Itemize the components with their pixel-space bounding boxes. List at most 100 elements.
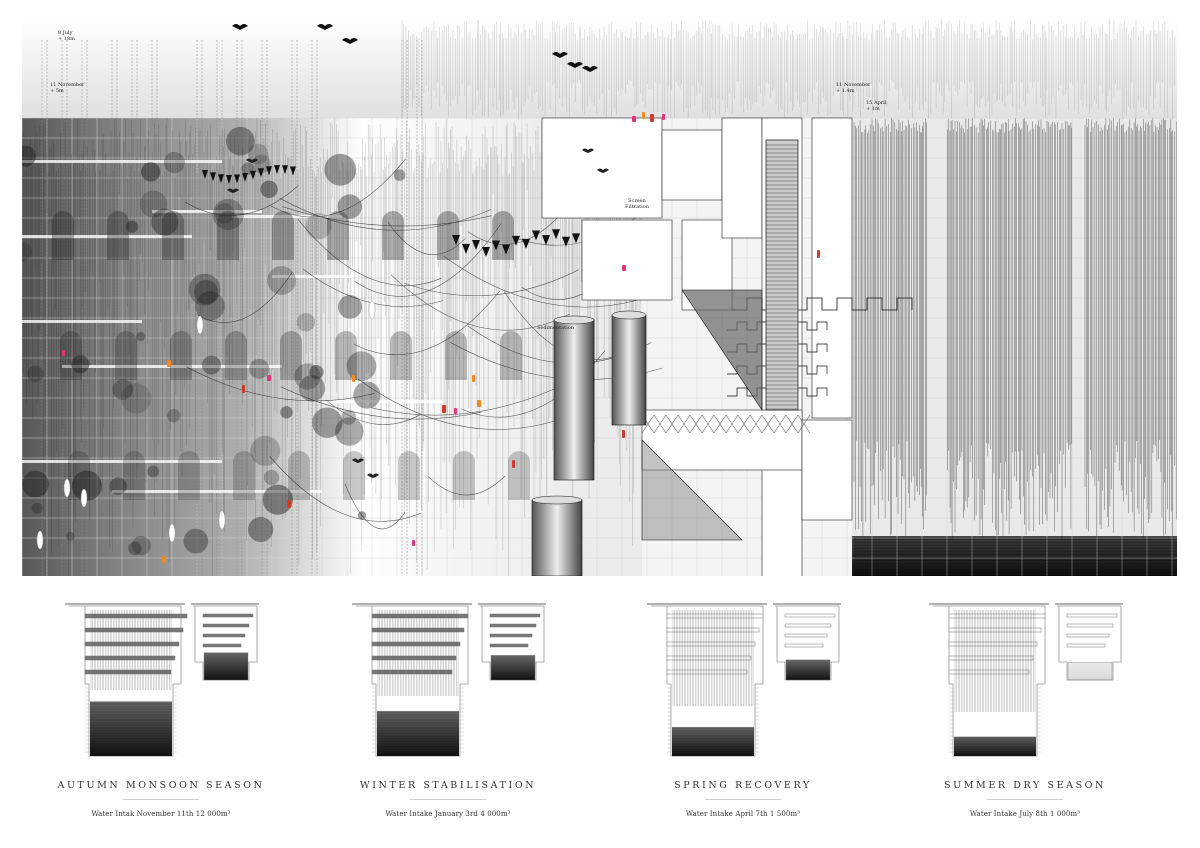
foliage bbox=[112, 379, 134, 400]
hanging-lantern bbox=[36, 530, 44, 550]
elevation-label-jul8: 8 July + 18m bbox=[58, 30, 75, 42]
vertical-columns bbox=[41, 40, 423, 576]
floor-hatching bbox=[854, 537, 1177, 576]
hanging-lantern bbox=[63, 478, 71, 498]
elevation-label-apr15: 15 April + 1m bbox=[866, 100, 887, 112]
foliage bbox=[294, 363, 321, 390]
level-platform bbox=[232, 215, 342, 218]
foliage bbox=[214, 203, 235, 224]
step-tier bbox=[666, 655, 752, 661]
bird-silhouette bbox=[232, 24, 248, 30]
step-tier bbox=[948, 641, 1038, 647]
cylindrical-tank bbox=[611, 314, 647, 426]
foliage bbox=[262, 484, 293, 515]
colored-figure bbox=[642, 112, 645, 119]
foliage bbox=[120, 383, 152, 414]
step-tier bbox=[202, 643, 242, 648]
colored-figure bbox=[287, 500, 291, 508]
step-tier bbox=[371, 655, 457, 661]
bird-silhouette bbox=[227, 188, 239, 193]
secondary-well-outline bbox=[775, 605, 840, 681]
step-tier bbox=[666, 613, 764, 619]
foliage bbox=[263, 469, 280, 486]
bird-silhouette bbox=[597, 168, 609, 173]
architectural-block bbox=[581, 219, 673, 301]
foliage bbox=[298, 375, 326, 402]
colored-figure bbox=[622, 265, 626, 271]
foliage bbox=[125, 220, 139, 233]
hanging-lantern bbox=[80, 488, 88, 508]
colored-figure bbox=[454, 408, 457, 414]
season-divider bbox=[410, 799, 486, 800]
bird-silhouette bbox=[352, 458, 364, 463]
annotation-screen-filtration: Screen Filtration bbox=[625, 198, 649, 210]
foliage bbox=[22, 145, 36, 167]
season-divider bbox=[705, 799, 781, 800]
foliage bbox=[267, 266, 296, 295]
strand-lines bbox=[672, 610, 754, 706]
season-title: WINTER STABILISATION bbox=[359, 780, 537, 791]
curtain-strands bbox=[853, 118, 1177, 540]
foliage bbox=[163, 151, 185, 174]
tank-top bbox=[531, 495, 583, 505]
colored-figure bbox=[650, 114, 654, 122]
foliage bbox=[201, 355, 221, 375]
colored-figure bbox=[242, 385, 245, 393]
foliage bbox=[346, 351, 377, 382]
stepwell-section-illustration bbox=[22, 20, 1177, 576]
colored-figure bbox=[817, 250, 820, 258]
hanging-lantern bbox=[168, 523, 176, 543]
diagonal-ramp bbox=[641, 439, 743, 541]
arch-opening bbox=[492, 211, 514, 260]
diagonal-wall bbox=[681, 289, 763, 411]
season-section-diagram bbox=[647, 603, 841, 757]
colored-figure bbox=[352, 375, 355, 382]
level-platform bbox=[322, 400, 442, 403]
water-level bbox=[954, 736, 1036, 756]
sky-band bbox=[22, 20, 1177, 118]
architectural-block bbox=[541, 117, 663, 219]
season-water-intake: Water Intake April 7th 1 500m³ bbox=[685, 810, 801, 818]
foliage bbox=[338, 295, 362, 319]
cylindrical-tank bbox=[553, 319, 595, 481]
elevation-label-nov11-right: 11 November + 1.4m bbox=[836, 82, 871, 94]
level-platform bbox=[152, 210, 262, 213]
season-title: AUTUMN MONSOON SEASON bbox=[57, 780, 265, 791]
water-hatching bbox=[954, 736, 1036, 757]
arch-opening bbox=[508, 451, 530, 500]
season-divider bbox=[123, 799, 199, 800]
arch-opening bbox=[398, 451, 420, 500]
arch-opening bbox=[327, 211, 349, 260]
step-tier bbox=[371, 641, 461, 647]
foliage bbox=[22, 242, 33, 261]
season-section-diagram bbox=[929, 603, 1123, 757]
arch-opening bbox=[68, 451, 90, 500]
foliage bbox=[66, 531, 75, 541]
foliage bbox=[27, 365, 44, 382]
season-water-intake: Water Intak November 11th 12 000m³ bbox=[91, 810, 231, 818]
arch-opening bbox=[437, 211, 459, 260]
strand-lines bbox=[954, 610, 1036, 712]
season-water-intake: Water Intake July 8th 1 000m³ bbox=[969, 810, 1081, 818]
arch-opening bbox=[60, 331, 82, 380]
architectural-block bbox=[721, 117, 763, 239]
arch-opening bbox=[217, 211, 239, 260]
foliage bbox=[147, 465, 160, 478]
architectural-block bbox=[801, 419, 853, 521]
water-hatching bbox=[90, 701, 172, 757]
step-tier bbox=[202, 613, 254, 618]
arch-opening bbox=[178, 451, 200, 500]
season-divider bbox=[987, 799, 1063, 800]
colored-figure bbox=[442, 405, 446, 413]
secondary-water bbox=[1067, 662, 1113, 681]
bird-silhouette bbox=[246, 158, 258, 163]
bird-silhouette bbox=[367, 473, 379, 478]
step-tier bbox=[784, 613, 836, 618]
foliage bbox=[31, 502, 43, 514]
arch-opening bbox=[170, 331, 192, 380]
architectural-block bbox=[641, 409, 803, 471]
foliage bbox=[296, 313, 315, 332]
arch-opening bbox=[288, 451, 310, 500]
arch-opening bbox=[162, 211, 184, 260]
level-platform bbox=[22, 320, 142, 323]
